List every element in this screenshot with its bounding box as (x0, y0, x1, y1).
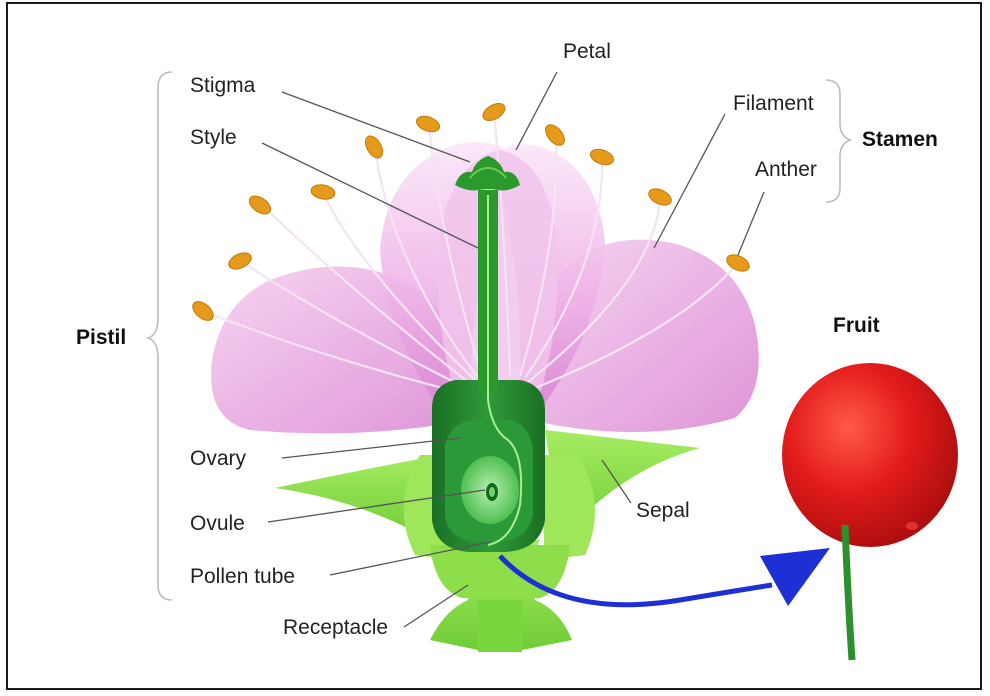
anther-11 (724, 252, 752, 275)
ovary-label: Ovary (190, 447, 247, 470)
anther-8 (542, 121, 568, 148)
anther-1 (189, 298, 216, 324)
style-label: Style (190, 126, 237, 149)
anther-10 (646, 186, 674, 209)
pistil-label: Pistil (76, 326, 126, 349)
pollen-tube-label: Pollen tube (190, 565, 295, 588)
anther-label: Anther (755, 158, 817, 181)
stamen-label: Stamen (862, 128, 938, 151)
fruit-label: Fruit (833, 314, 880, 337)
sepal-label: Sepal (636, 499, 690, 522)
anther-5 (362, 133, 386, 161)
anther-9 (588, 146, 615, 167)
stigma-label: Stigma (190, 74, 256, 97)
anther-4 (310, 183, 336, 201)
receptacle-label: Receptacle (283, 616, 388, 639)
petal-label: Petal (563, 40, 611, 63)
filament-leader (654, 114, 725, 248)
anther-leader (738, 192, 764, 255)
filament-label: Filament (733, 92, 814, 115)
pistil-brace (148, 72, 172, 600)
ovule-label: Ovule (190, 512, 245, 535)
anther-6 (414, 113, 441, 134)
ovule-shape (461, 456, 519, 524)
stamen-brace (826, 80, 850, 202)
fruit-shape (782, 363, 958, 660)
anther-2 (226, 250, 254, 273)
